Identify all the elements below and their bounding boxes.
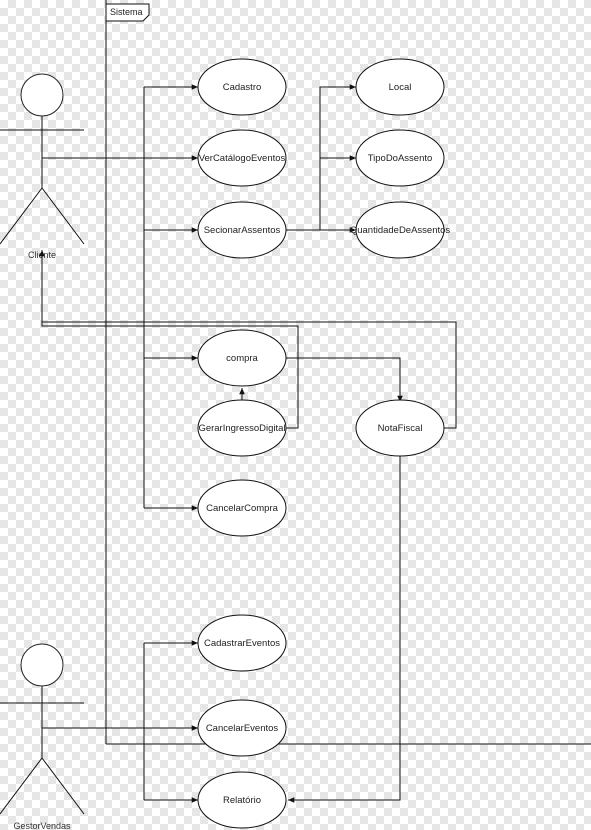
use-case-label: compra bbox=[226, 353, 258, 364]
use-case-cadastro[interactable]: Cadastro bbox=[197, 58, 287, 116]
use-case-cadastrar-eventos[interactable]: CadastrarEventos bbox=[197, 614, 287, 672]
actor-left-leg bbox=[0, 757, 43, 815]
use-case-label: VerCatálogoEventos bbox=[199, 153, 286, 164]
use-case-label: Local bbox=[389, 82, 412, 93]
use-case-cancelar-compra[interactable]: CancelarCompra bbox=[197, 479, 287, 537]
use-case-label: QuantidadeDeAssentos bbox=[350, 225, 451, 236]
edge-compra-nota bbox=[286, 357, 403, 402]
use-case-label: TipoDoAssento bbox=[368, 153, 433, 164]
actor-cliente[interactable]: Cliente bbox=[0, 73, 85, 260]
use-case-secionar-assentos[interactable]: SecionarAssentos bbox=[197, 201, 287, 259]
system-label: Sistema bbox=[110, 7, 143, 17]
use-case-cancelar-eventos[interactable]: CancelarEventos bbox=[197, 699, 287, 757]
edge-nota-relatorio bbox=[288, 456, 401, 803]
use-case-gerar-ingresso-digital[interactable]: GerarIngressoDigital bbox=[197, 399, 287, 457]
actor-gestor-vendas[interactable]: GestorVendas bbox=[0, 643, 85, 830]
use-case-label: Relatório bbox=[223, 795, 261, 806]
edge-gerar-cliente bbox=[39, 250, 299, 429]
use-case-local[interactable]: Local bbox=[355, 58, 445, 116]
actor-head bbox=[20, 73, 64, 117]
use-case-compra[interactable]: compra bbox=[197, 329, 287, 387]
use-case-label: NotaFiscal bbox=[378, 423, 423, 434]
actor-gestor-label: GestorVendas bbox=[13, 821, 71, 830]
system-boundary[interactable]: Sistema bbox=[105, 0, 591, 745]
use-case-label: CadastrarEventos bbox=[204, 638, 280, 649]
use-case-label: CancelarCompra bbox=[206, 503, 279, 514]
use-case-quantidade-de-assentos[interactable]: QuantidadeDeAssentos bbox=[350, 201, 451, 259]
use-case-label: CancelarEventos bbox=[206, 723, 279, 734]
edge-nota-cliente bbox=[42, 321, 457, 429]
use-case-nota-fiscal[interactable]: NotaFiscal bbox=[355, 399, 445, 457]
actor-left-leg bbox=[0, 187, 43, 245]
system-label-tab bbox=[105, 3, 150, 22]
use-case-tipo-do-assento[interactable]: TipoDoAssento bbox=[355, 129, 445, 187]
actor-head bbox=[20, 643, 64, 687]
use-case-label: SecionarAssentos bbox=[204, 225, 281, 236]
actor-right-leg bbox=[41, 757, 85, 815]
connectors bbox=[39, 84, 457, 803]
actor-right-leg bbox=[41, 187, 85, 245]
use-case-label: Cadastro bbox=[223, 82, 262, 93]
edge-secionar-local bbox=[319, 84, 356, 230]
use-case-relatorio[interactable]: Relatório bbox=[197, 771, 287, 829]
use-case-label: GerarIngressoDigital bbox=[198, 423, 285, 434]
use-case-ver-catalogo-eventos[interactable]: VerCatálogoEventos bbox=[197, 129, 287, 187]
